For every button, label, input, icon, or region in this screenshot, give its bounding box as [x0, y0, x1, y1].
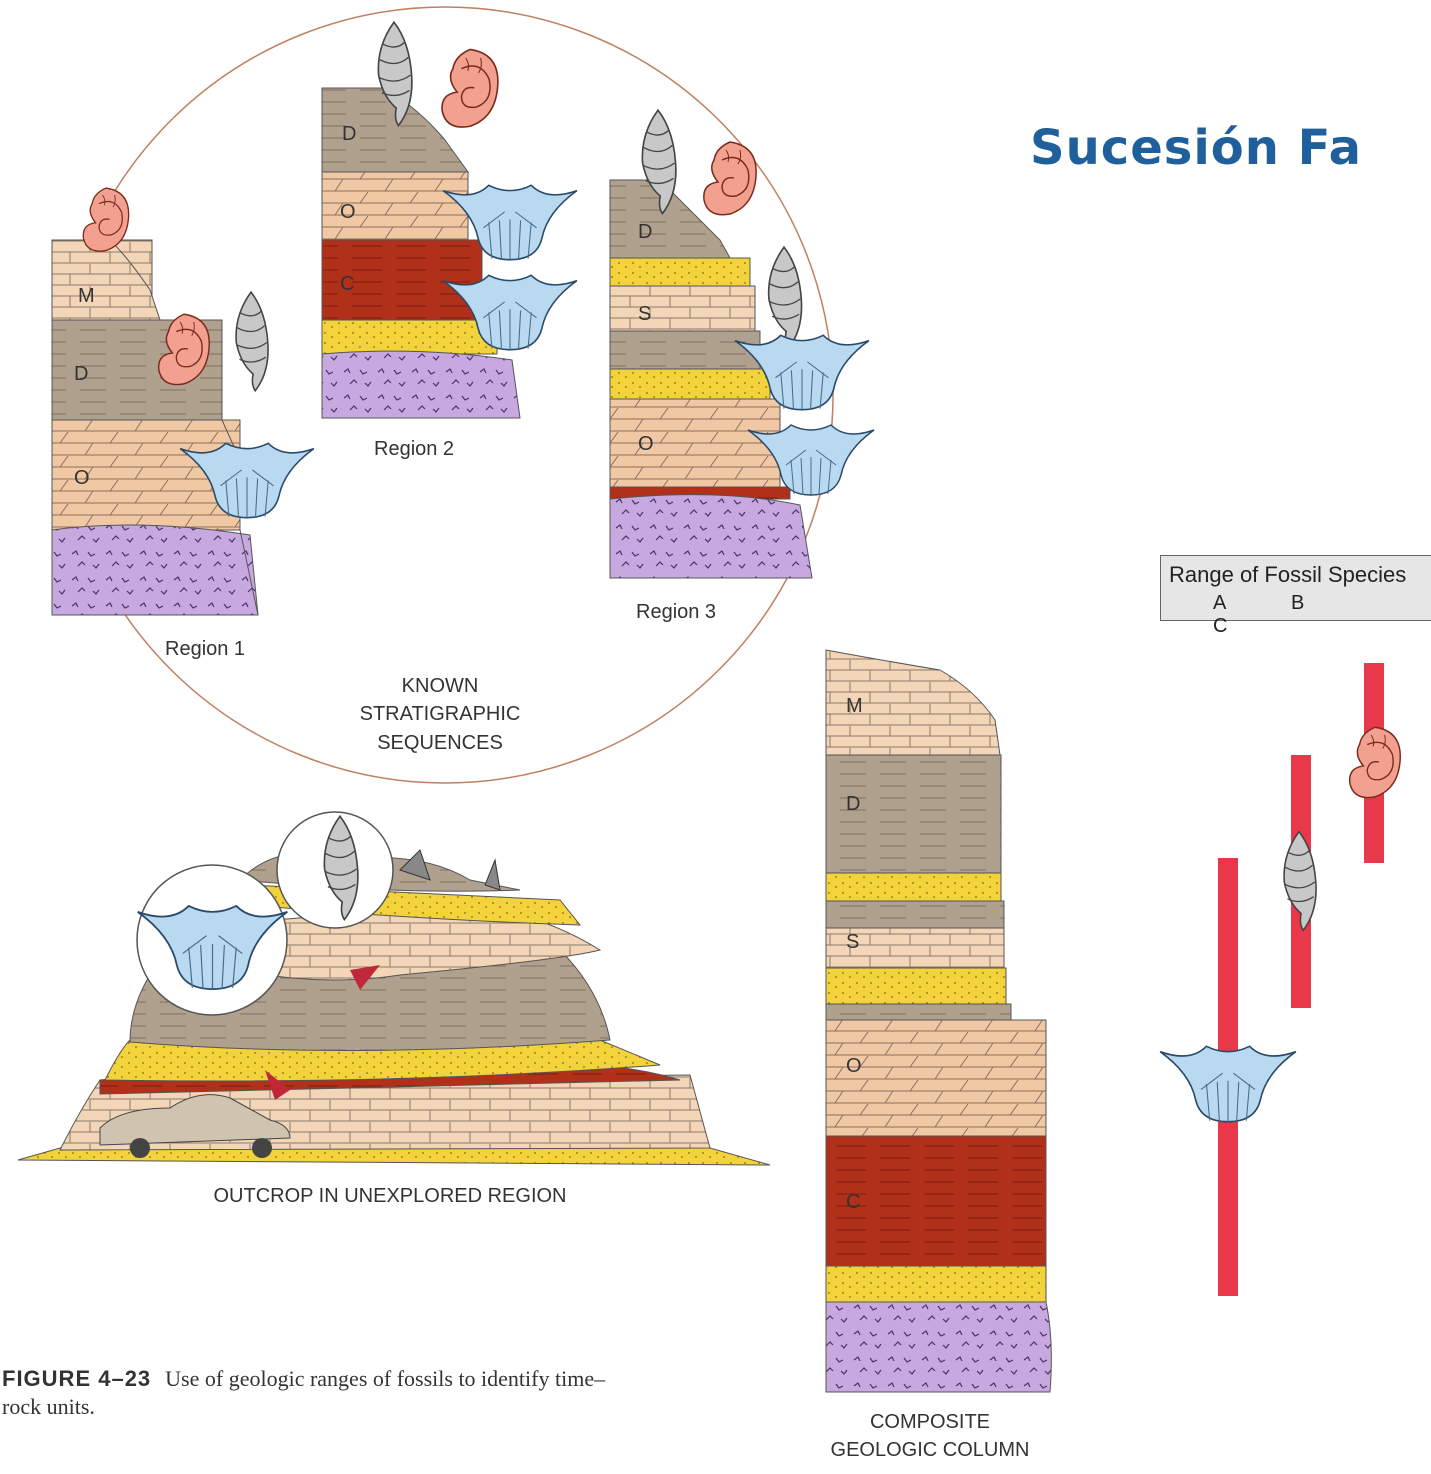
region2-label: Region 2: [374, 438, 454, 460]
region3-unit-o: O: [638, 433, 654, 455]
region1-column: M D O: [52, 240, 258, 615]
ammonite-icon: [1350, 727, 1401, 797]
known-sequences-line1: KNOWN: [402, 675, 479, 697]
slide-title: Sucesión Fa: [1030, 120, 1362, 176]
known-sequences-line3: SEQUENCES: [377, 732, 503, 754]
region2-unit-o: O: [340, 201, 356, 223]
figure-number: FIGURE 4–23: [2, 1366, 151, 1391]
species-b-label: B: [1291, 592, 1369, 615]
ammonite-icon: [704, 142, 756, 215]
snail-icon: [236, 292, 268, 391]
composite-unit-o: O: [846, 1055, 862, 1077]
composite-unit-c: C: [846, 1191, 860, 1213]
snail-icon: [769, 247, 802, 349]
region2-unit-c: C: [340, 273, 354, 295]
composite-unit-s: S: [846, 931, 859, 953]
outcrop: [18, 850, 770, 1165]
composite-unit-m: M: [846, 695, 863, 717]
composite-column: M D S O C: [826, 650, 1051, 1392]
outcrop-label: OUTCROP IN UNEXPLORED REGION: [213, 1185, 566, 1207]
region3-unit-d: D: [638, 221, 652, 243]
species-a-label: A: [1213, 592, 1291, 615]
known-sequences-line2: STRATIGRAPHIC: [360, 703, 521, 725]
composite-label-line1: COMPOSITE: [870, 1411, 990, 1433]
species-c-label: C: [1213, 615, 1291, 638]
brachiopod-icon: [1160, 1046, 1296, 1122]
region3-unit-s: S: [638, 303, 651, 325]
region1-label: Region 1: [165, 638, 245, 660]
region3-label: Region 3: [636, 601, 716, 623]
region1-unit-d: D: [74, 363, 88, 385]
snail-icon: [1284, 832, 1316, 931]
region1-unit-m: M: [78, 285, 95, 307]
region2-unit-d: D: [342, 123, 356, 145]
composite-unit-d: D: [846, 793, 860, 815]
ammonite-icon: [442, 49, 498, 127]
composite-label-line2: GEOLOGIC COLUMN: [831, 1439, 1030, 1461]
range-legend-title: Range of Fossil Species: [1169, 562, 1406, 588]
region1-unit-o: O: [74, 467, 90, 489]
